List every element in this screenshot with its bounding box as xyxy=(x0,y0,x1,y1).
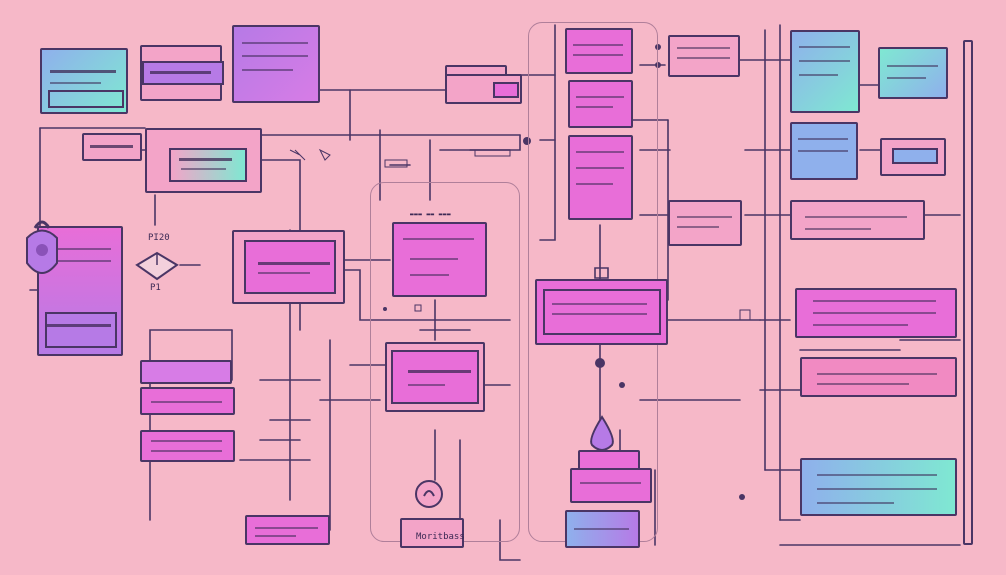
node-right-wide-2[interactable] xyxy=(795,288,957,338)
padlock-icon xyxy=(26,220,58,274)
node-left-top-small[interactable] xyxy=(140,45,224,101)
node-magenta-main[interactable] xyxy=(232,230,345,304)
node-left-bar-2[interactable] xyxy=(140,387,235,415)
node-right-teal-1[interactable] xyxy=(790,30,860,113)
node-bottom-stack-3[interactable] xyxy=(565,510,640,548)
node-input-panel[interactable] xyxy=(82,133,142,161)
node-right-small[interactable] xyxy=(880,138,946,176)
label-moritbass: Moritbass xyxy=(416,532,465,542)
node-right-gradient[interactable] xyxy=(800,458,957,516)
label-pi20: PI20 xyxy=(148,233,170,243)
node-right-teal-2[interactable] xyxy=(878,47,948,99)
node-process-main[interactable] xyxy=(535,279,668,345)
node-header-panel[interactable] xyxy=(145,128,262,193)
node-left-bottom[interactable] xyxy=(245,515,330,545)
node-left-top-violet[interactable] xyxy=(232,25,320,103)
drop-node-icon xyxy=(590,415,614,451)
node-right-col-1[interactable] xyxy=(668,35,740,77)
node-bottom-stack-2[interactable] xyxy=(570,468,652,503)
node-center-mid[interactable] xyxy=(385,342,485,412)
node-left-bar-1[interactable] xyxy=(140,360,232,384)
node-stack-2[interactable] xyxy=(568,80,633,128)
node-center-panel[interactable] xyxy=(392,222,487,297)
node-right-col-2[interactable] xyxy=(668,200,742,246)
node-left-top-teal[interactable] xyxy=(40,48,128,114)
cube-icon xyxy=(135,251,179,281)
circle-node-icon xyxy=(415,480,443,508)
label-p1: P1 xyxy=(150,283,161,293)
node-right-blue[interactable] xyxy=(790,122,858,180)
node-center-top-2[interactable] xyxy=(445,74,522,104)
right-edge-rail xyxy=(963,40,973,545)
caption-center-panel: ▬▬▬ ▬▬ ▬▬▬ xyxy=(410,211,452,218)
node-center-bottom[interactable]: Moritbass xyxy=(400,518,465,548)
node-right-wide-3[interactable] xyxy=(800,357,957,397)
node-left-bar-3[interactable] xyxy=(140,430,235,462)
node-right-wide-1[interactable] xyxy=(790,200,925,240)
node-stack-1[interactable] xyxy=(565,28,633,74)
node-stack-3[interactable] xyxy=(568,135,633,220)
